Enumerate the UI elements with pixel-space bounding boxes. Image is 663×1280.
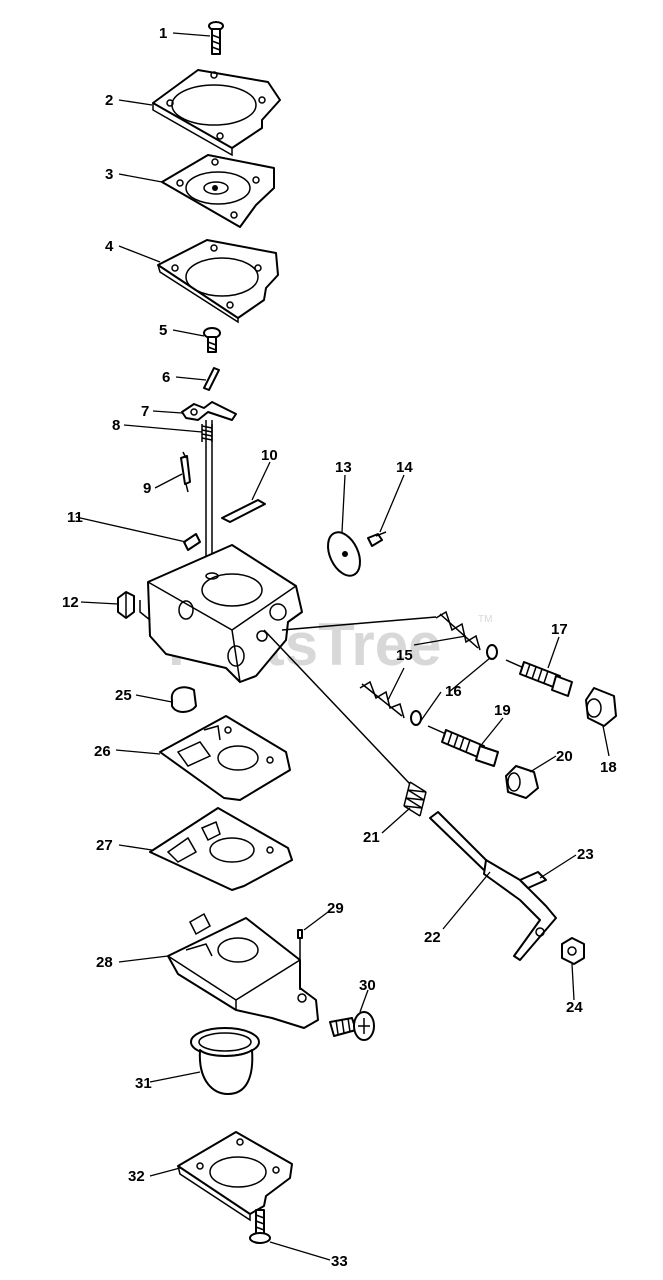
callout-31: 31	[135, 1075, 152, 1092]
callout-9: 9	[143, 480, 151, 497]
part-17-adjusting-needle[interactable]	[505, 659, 573, 697]
part-15-spring-lower[interactable]	[359, 680, 405, 719]
part-3-diaphragm[interactable]	[161, 154, 275, 228]
carburetor-body[interactable]	[139, 544, 303, 683]
part-32-plate[interactable]	[177, 1131, 293, 1222]
part-2-pump-cover[interactable]	[152, 69, 281, 157]
callout-12: 12	[62, 594, 79, 611]
part-13-throttle-plate[interactable]	[322, 527, 367, 581]
callout-28: 28	[96, 954, 113, 971]
callout-32: 32	[128, 1168, 145, 1185]
callout-7: 7	[141, 403, 149, 420]
part-6-pin[interactable]	[203, 367, 220, 391]
part-30-screw[interactable]	[329, 1011, 375, 1041]
part-26-gasket[interactable]	[159, 715, 291, 801]
part-27-diaphragm[interactable]	[149, 807, 293, 891]
part-4-gasket[interactable]	[157, 239, 279, 324]
part-7-control-lever[interactable]	[181, 401, 237, 421]
callout-14: 14	[396, 459, 413, 476]
part-21-spring[interactable]	[403, 781, 427, 817]
callout-27: 27	[96, 837, 113, 854]
lever-shaft	[205, 420, 213, 575]
part-12-fitting[interactable]	[117, 591, 135, 619]
part-9-needle-valve[interactable]	[180, 451, 191, 493]
part-8-spring[interactable]	[201, 424, 213, 442]
part-28-metering-housing[interactable]	[167, 912, 319, 1029]
callout-1: 1	[159, 25, 167, 42]
part-16-washer-upper[interactable]	[486, 644, 498, 660]
callout-8: 8	[112, 417, 120, 434]
part-14-screw[interactable]	[367, 531, 387, 547]
callout-29: 29	[327, 900, 344, 917]
callout-16: 16	[445, 683, 462, 700]
callout-6: 6	[162, 369, 170, 386]
part-23-clip[interactable]	[519, 871, 547, 889]
part-24-nut[interactable]	[561, 937, 585, 965]
part-33-screw[interactable]	[249, 1209, 271, 1244]
callout-15: 15	[396, 647, 413, 664]
part-20-limiter-cap[interactable]	[505, 765, 539, 799]
part-31-primer-bulb[interactable]	[190, 1027, 260, 1095]
callout-24: 24	[566, 999, 583, 1016]
guide-line-upper	[281, 616, 437, 631]
part-16-washer-lower[interactable]	[410, 710, 422, 726]
part-18-limiter-cap[interactable]	[585, 687, 617, 727]
callout-4: 4	[105, 238, 114, 255]
watermark-tm: TM	[478, 614, 492, 625]
callout-11: 11	[67, 509, 83, 526]
callout-26: 26	[94, 743, 111, 760]
callout-30: 30	[359, 977, 376, 994]
part-5-screw[interactable]	[203, 327, 221, 353]
callout-10: 10	[261, 447, 278, 464]
part-15-spring-upper[interactable]	[435, 610, 481, 651]
callout-25: 25	[115, 687, 132, 704]
callout-2: 2	[105, 92, 113, 109]
callout-20: 20	[556, 748, 573, 765]
callout-3: 3	[105, 166, 113, 183]
guide-line-lower	[263, 629, 411, 785]
part-29-pin[interactable]	[297, 929, 303, 990]
callout-22: 22	[424, 929, 441, 946]
callout-19: 19	[494, 702, 511, 719]
callout-18: 18	[600, 759, 617, 776]
part-22-throttle-shaft[interactable]	[429, 811, 557, 961]
callout-labels: 1 2 3 4 5 6 7 8 9 10 11 12 13 14 15 16 1…	[62, 25, 617, 1270]
callout-33: 33	[331, 1253, 348, 1270]
leader-lines	[75, 32, 610, 1261]
callout-5: 5	[159, 322, 167, 339]
callout-21: 21	[363, 829, 380, 846]
callout-13: 13	[335, 459, 352, 476]
part-1-screw[interactable]	[208, 21, 224, 55]
callout-23: 23	[577, 846, 594, 863]
part-11-clip[interactable]	[183, 533, 201, 551]
part-25-cap[interactable]	[170, 686, 197, 713]
part-19-adjusting-needle[interactable]	[427, 725, 499, 767]
callout-17: 17	[551, 621, 568, 638]
part-10-gasket-strip[interactable]	[221, 499, 266, 523]
